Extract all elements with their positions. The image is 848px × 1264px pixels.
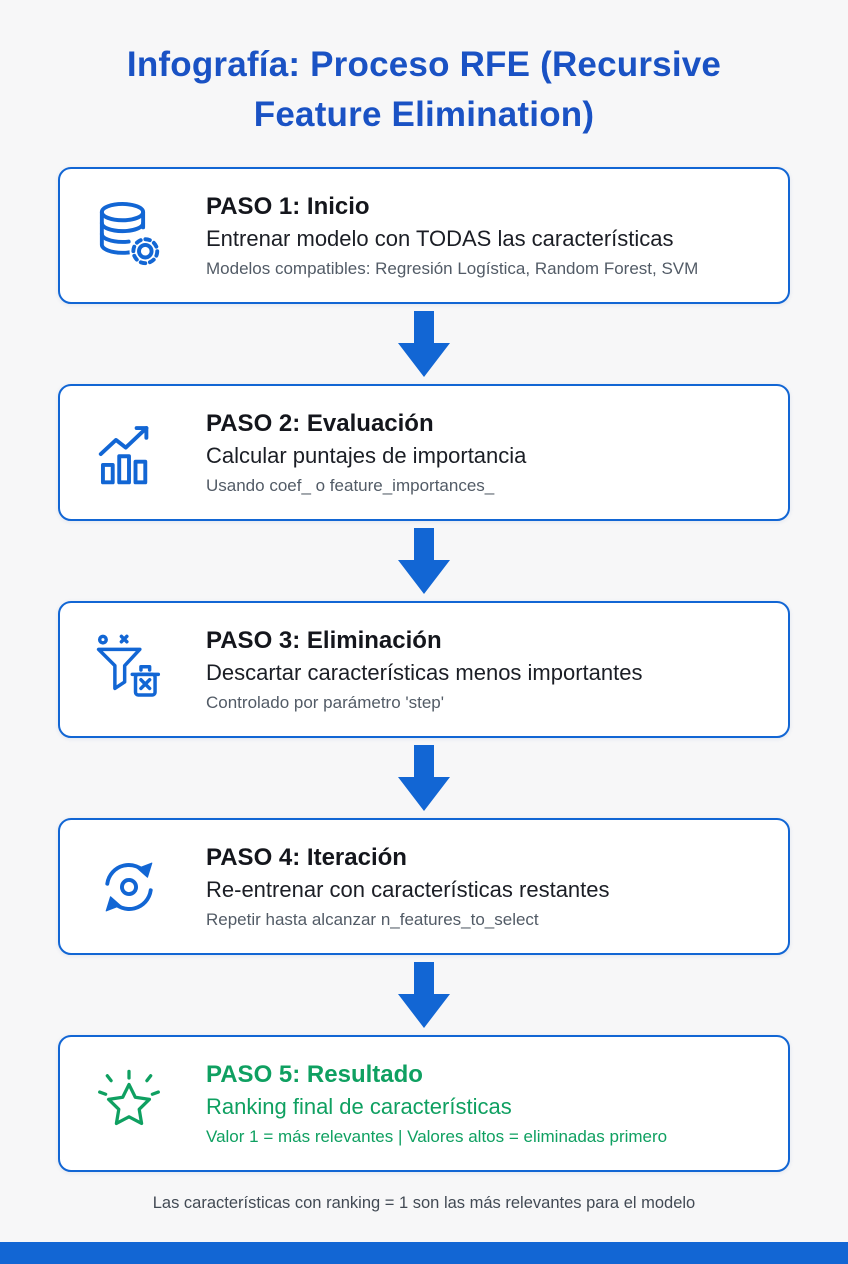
step-1-heading: PASO 1: Inicio bbox=[206, 192, 370, 220]
step-5-text: PASO 5: Resultado Ranking final de carac… bbox=[206, 1061, 760, 1147]
step-1-text: PASO 1: Inicio Entrenar modelo con TODAS… bbox=[206, 193, 760, 279]
star-sparkle-icon bbox=[88, 1066, 170, 1142]
step-4-heading: PASO 4: Iteración bbox=[206, 843, 407, 871]
step-4-text: PASO 4: Iteración Re-entrenar con caract… bbox=[206, 844, 760, 930]
step-1-detail: Modelos compatibles: Regresión Logística… bbox=[206, 258, 699, 278]
step-5-subheading: Ranking final de características bbox=[206, 1093, 512, 1119]
refresh-cycle-icon bbox=[88, 849, 170, 925]
step-2-detail: Usando coef_ o feature_importances_ bbox=[206, 475, 495, 495]
step-card-4: PASO 4: Iteración Re-entrenar con caract… bbox=[58, 818, 790, 956]
step-3-text: PASO 3: Eliminación Descartar caracterís… bbox=[206, 627, 760, 713]
chart-growth-icon bbox=[88, 415, 170, 491]
database-gear-icon bbox=[88, 198, 170, 274]
footer-note: Las características con ranking = 1 son … bbox=[152, 1194, 696, 1213]
step-card-1: PASO 1: Inicio Entrenar modelo con TODAS… bbox=[58, 167, 790, 305]
page-title: Infografía: Proceso RFE (Recursive Featu… bbox=[126, 45, 722, 134]
down-arrow-icon bbox=[394, 745, 454, 812]
step-4-detail: Repetir hasta alcanzar n_features_to_sel… bbox=[206, 909, 539, 929]
step-2-subheading: Calcular puntajes de importancia bbox=[206, 442, 527, 468]
step-card-3: PASO 3: Eliminación Descartar caracterís… bbox=[58, 601, 790, 739]
down-arrow-icon bbox=[394, 962, 454, 1029]
step-4-subheading: Re-entrenar con características restante… bbox=[206, 876, 610, 902]
step-card-5: PASO 5: Resultado Ranking final de carac… bbox=[58, 1035, 790, 1173]
funnel-trash-icon bbox=[88, 632, 170, 708]
step-3-subheading: Descartar características menos importan… bbox=[206, 659, 643, 685]
step-3-heading: PASO 3: Eliminación bbox=[206, 626, 442, 654]
step-card-2: PASO 2: Evaluación Calcular puntajes de … bbox=[58, 384, 790, 522]
step-2-text: PASO 2: Evaluación Calcular puntajes de … bbox=[206, 410, 760, 496]
down-arrow-icon bbox=[394, 528, 454, 595]
step-5-heading: PASO 5: Resultado bbox=[206, 1060, 423, 1088]
step-3-detail: Controlado por parámetro 'step' bbox=[206, 692, 445, 712]
down-arrow-icon bbox=[394, 311, 454, 378]
step-5-detail: Valor 1 = más relevantes | Valores altos… bbox=[206, 1126, 668, 1146]
step-1-subheading: Entrenar modelo con TODAS las caracterís… bbox=[206, 225, 674, 251]
bottom-accent-bar bbox=[0, 1242, 848, 1264]
step-2-heading: PASO 2: Evaluación bbox=[206, 409, 434, 437]
process-flow: PASO 1: Inicio Entrenar modelo con TODAS… bbox=[58, 167, 790, 1173]
